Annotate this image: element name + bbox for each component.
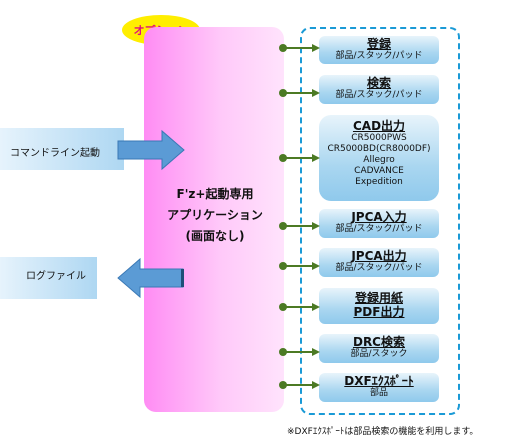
command-line-box	[0, 128, 124, 170]
module-registration-pdf: 登録用紙 PDF出力	[319, 288, 439, 324]
application-panel	[144, 27, 284, 412]
module-search: 検索 部品/スタック/パッド	[319, 75, 439, 104]
output-arrow	[117, 257, 184, 299]
connector-arrow	[279, 154, 321, 162]
module-subtitle: 部品/スタック/パッド	[335, 90, 423, 100]
connector-arrow	[279, 262, 321, 270]
module-title: 検索	[366, 76, 391, 90]
log-file-label: ログファイル	[26, 271, 86, 282]
command-line-label: コマンドライン起動	[10, 148, 100, 159]
application-title: F'z+起動専用 アプリケーション (画面なし)	[150, 184, 280, 247]
module-title: 登録用紙	[354, 291, 403, 305]
connector-arrow	[279, 381, 321, 389]
module-subtitle: 部品/スタック/パッド	[335, 224, 423, 234]
module-title: DXFｴｸｽﾎﾟｰﾄ	[344, 374, 414, 388]
module-drc-search: DRC検索 部品/スタック	[319, 334, 439, 363]
log-file-box	[0, 257, 97, 299]
module-title: JPCA出力	[351, 249, 407, 263]
app-title-line-3: (画面なし)	[185, 229, 245, 243]
app-title-line-1: F'z+起動専用	[176, 187, 254, 201]
module-dxf-export: DXFｴｸｽﾎﾟｰﾄ 部品	[319, 373, 439, 402]
module-line: CR5000BD(CR8000DF)	[327, 144, 431, 154]
module-register: 登録 部品/スタック/パッド	[319, 36, 439, 64]
module-line: CR5000PWS	[351, 133, 407, 143]
footnote: ※DXFｴｸｽﾎﾟｰﾄは部品検索の機能を利用します。	[287, 427, 479, 437]
module-title-line-2: PDF出力	[353, 305, 405, 319]
connector-arrow	[279, 348, 321, 356]
connector-arrow	[279, 89, 321, 97]
connector-arrow	[279, 303, 321, 311]
module-title: JPCA入力	[351, 210, 407, 224]
input-arrow	[117, 129, 185, 171]
module-line: Allegro	[363, 155, 395, 165]
module-title: 登録	[366, 37, 391, 51]
module-cad-output: CAD出力 CR5000PWS CR5000BD(CR8000DF) Alleg…	[319, 115, 439, 201]
module-subtitle: 部品/スタック	[350, 349, 408, 359]
module-title: CAD出力	[352, 119, 406, 133]
module-jpca-input: JPCA入力 部品/スタック/パッド	[319, 209, 439, 238]
module-subtitle: 部品/スタック/パッド	[335, 263, 423, 273]
module-line: CADVANCE	[354, 166, 404, 176]
connector-arrow	[279, 222, 321, 230]
module-line: Expedition	[355, 177, 403, 187]
module-subtitle: 部品/スタック/パッド	[335, 51, 423, 61]
app-title-line-2: アプリケーション	[167, 208, 263, 222]
module-jpca-output: JPCA出力 部品/スタック/パッド	[319, 248, 439, 277]
output-arrow-tail	[181, 269, 184, 287]
connector-arrow	[279, 44, 321, 52]
modules-container	[300, 27, 460, 415]
module-title: DRC検索	[352, 335, 405, 349]
module-subtitle: 部品	[369, 388, 388, 398]
